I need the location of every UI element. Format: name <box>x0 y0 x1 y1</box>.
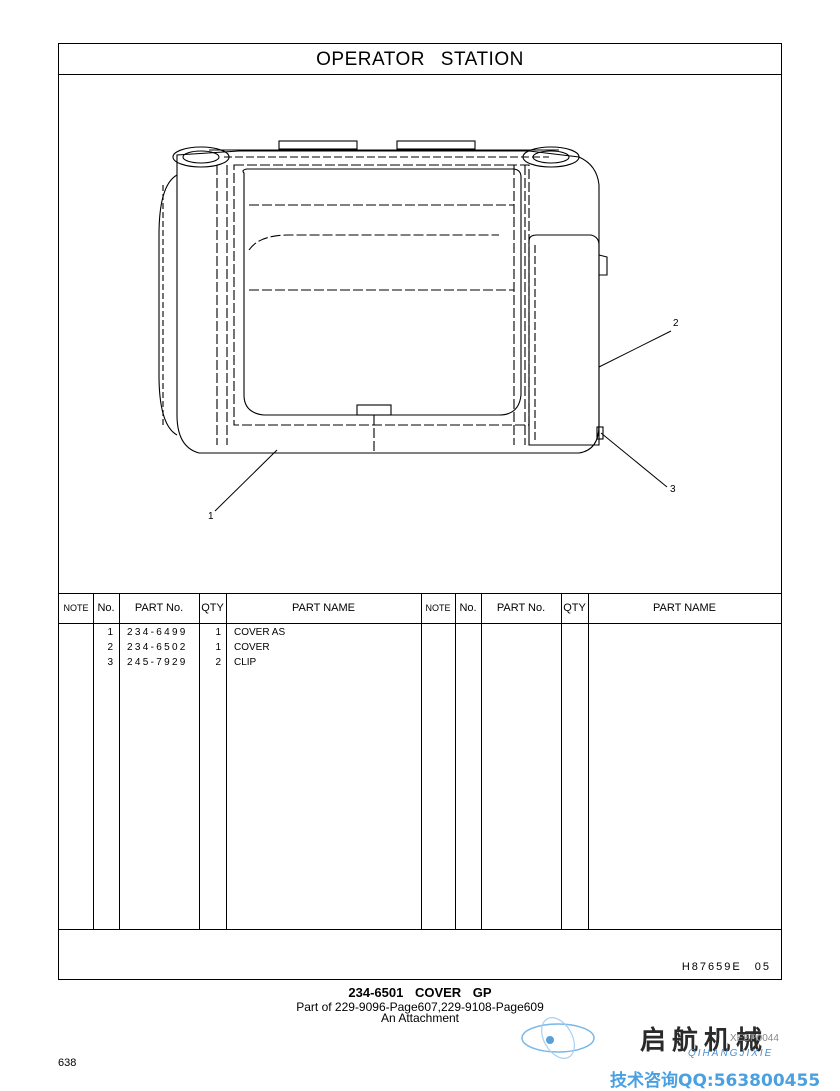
page-number: 638 <box>58 1057 77 1069</box>
table-header-rule <box>59 623 781 624</box>
header-qty: QTY <box>563 602 586 614</box>
header-part-no: PART No. <box>496 602 546 614</box>
column-rule <box>561 593 562 929</box>
header-qty: QTY <box>201 602 224 614</box>
drawing-reference-code: H87659E 05 <box>681 961 771 973</box>
row-part-number: 234-6499 <box>127 627 188 638</box>
header-note: NOTE <box>63 603 89 613</box>
header-no: No. <box>97 602 115 614</box>
callout-1: 1 <box>208 511 214 522</box>
row-number: 3 <box>107 657 113 668</box>
watermark-brand-chinese: 启航机械 <box>640 1026 769 1056</box>
column-rule <box>588 593 589 929</box>
group-part-of: Part of 229-9096-Page607,229-9108-Page60… <box>296 1000 544 1014</box>
row-number: 1 <box>107 627 113 638</box>
watermark-code: XEBP0044 <box>730 1033 779 1044</box>
parts-table: NOTE No. PART No. QTY PART NAME NOTE No.… <box>59 593 781 930</box>
table-top-rule <box>59 593 781 594</box>
row-part-number: 245-7929 <box>127 657 188 668</box>
row-quantity: 2 <box>215 657 221 668</box>
column-rule <box>199 593 200 929</box>
parts-sheet-frame: OPERATOR STATION <box>58 43 782 980</box>
row-part-number: 234-6502 <box>127 642 188 653</box>
column-rule <box>226 593 227 929</box>
column-rule <box>93 593 94 929</box>
watermark-brand-pinyin: QIHANGJIXIE <box>688 1048 774 1059</box>
cover-group-drawing <box>158 140 672 512</box>
table-bottom-rule <box>59 929 781 930</box>
row-quantity: 1 <box>215 627 221 638</box>
header-note: NOTE <box>425 603 451 613</box>
watermark-contact: 技术咨询QQ:563800455 <box>610 1071 821 1091</box>
column-rule <box>481 593 482 929</box>
callout-2: 2 <box>673 318 679 329</box>
row-quantity: 1 <box>215 642 221 653</box>
watermark-logo-icon <box>518 1012 598 1069</box>
parts-illustration: 1 2 3 <box>59 75 781 593</box>
row-part-name: COVER AS <box>234 627 286 638</box>
column-rule <box>455 593 456 929</box>
row-number: 2 <box>107 642 113 653</box>
column-rule <box>119 593 120 929</box>
group-attachment-note: An Attachment <box>380 1011 460 1025</box>
callout-3: 3 <box>670 484 676 495</box>
group-caption: 234-6501 COVER GP <box>348 985 492 1000</box>
page-title: OPERATOR STATION <box>59 44 781 75</box>
row-part-name: COVER <box>234 642 270 653</box>
column-rule <box>421 593 422 929</box>
row-part-name: CLIP <box>234 657 257 668</box>
header-part-name: PART NAME <box>292 602 355 614</box>
header-no: No. <box>459 602 477 614</box>
header-part-name: PART NAME <box>653 602 716 614</box>
header-part-no: PART No. <box>134 602 184 614</box>
